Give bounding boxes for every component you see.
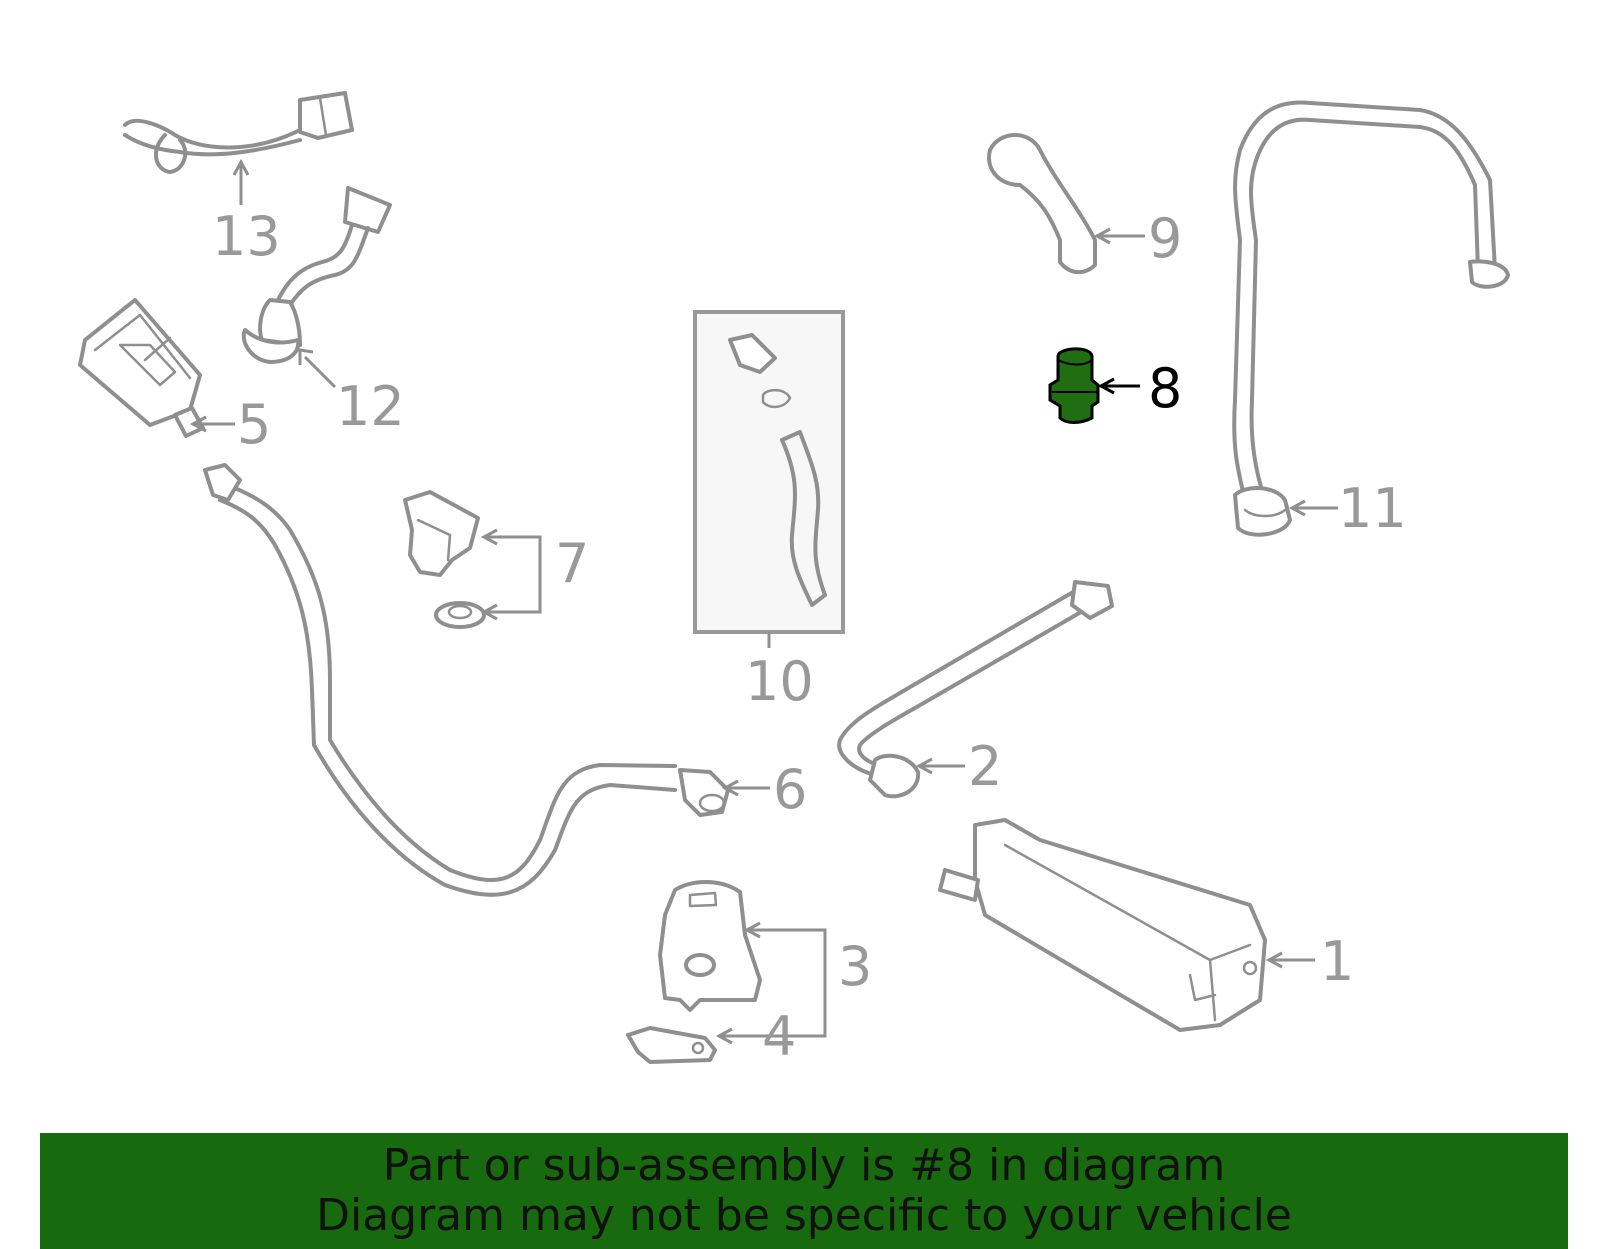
callout-label: 12 bbox=[336, 375, 405, 438]
callout-label: 3 bbox=[838, 935, 872, 998]
callout-label: 6 bbox=[773, 758, 807, 821]
info-banner: Part or sub-assembly is #8 in diagram Di… bbox=[40, 1133, 1568, 1249]
callout-label: 11 bbox=[1338, 477, 1407, 540]
callout-label: 2 bbox=[968, 735, 1002, 798]
callout-label: 10 bbox=[745, 650, 814, 713]
part-8-highlighted[interactable] bbox=[1048, 347, 1140, 424]
callout-label: 9 bbox=[1148, 207, 1182, 270]
part-10-kit[interactable] bbox=[693, 310, 845, 648]
part-2-pipe[interactable] bbox=[837, 580, 1114, 799]
part-3-4-valve[interactable] bbox=[626, 880, 827, 1064]
part-6-hose[interactable] bbox=[203, 463, 770, 897]
part-12-sensor[interactable] bbox=[241, 186, 392, 389]
callout-label-highlighted: 8 bbox=[1148, 357, 1182, 420]
callout-label: 5 bbox=[237, 393, 271, 456]
callout-label: 7 bbox=[555, 532, 589, 595]
callout-label: 1 bbox=[1320, 930, 1354, 993]
part-9-hose[interactable] bbox=[987, 133, 1145, 275]
part-5-module[interactable] bbox=[78, 298, 235, 438]
banner-line-2: Diagram may not be specific to your vehi… bbox=[316, 1190, 1292, 1241]
callout-label: 4 bbox=[762, 1005, 796, 1068]
part-7-valve[interactable] bbox=[403, 490, 542, 629]
banner-line-1: Part or sub-assembly is #8 in diagram bbox=[382, 1140, 1226, 1191]
part-1-canister[interactable] bbox=[938, 818, 1315, 1032]
part-13-harness[interactable] bbox=[123, 91, 354, 205]
part-11-tube[interactable] bbox=[1232, 100, 1510, 537]
callout-label: 13 bbox=[212, 205, 281, 268]
